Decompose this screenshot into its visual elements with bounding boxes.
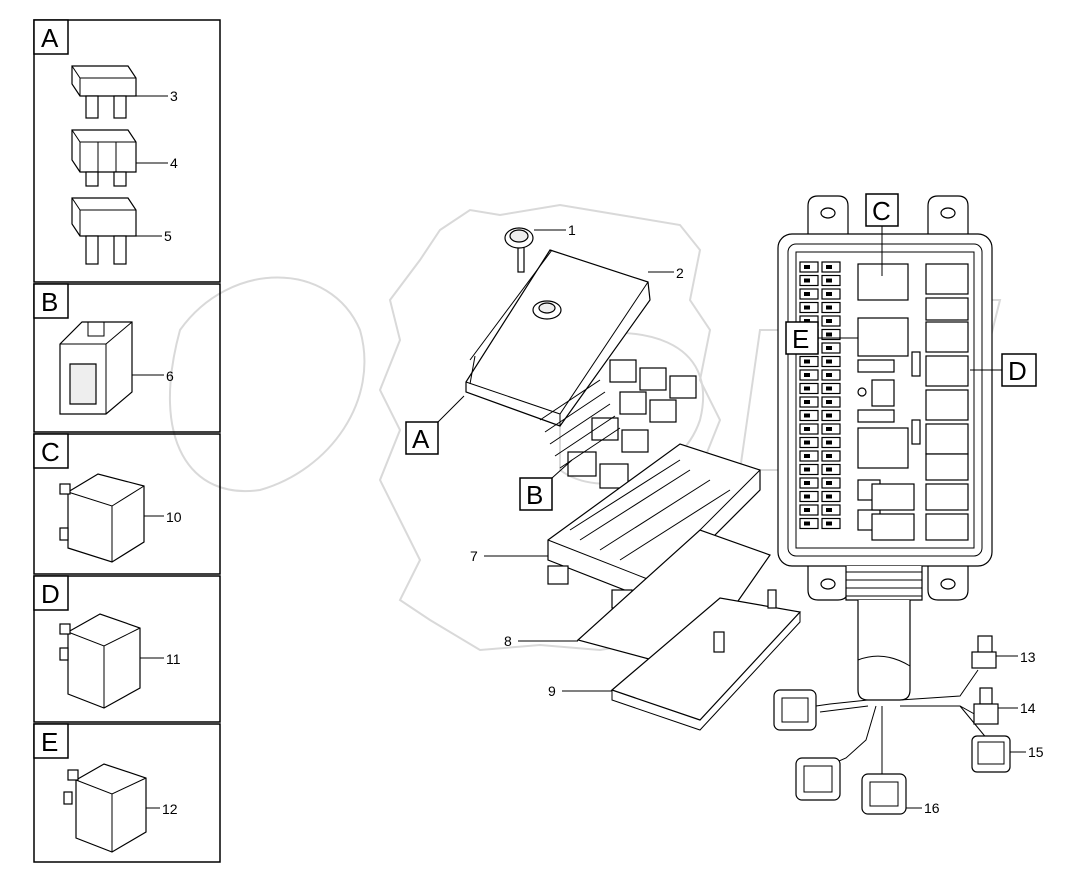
tag-a: A bbox=[405, 395, 465, 455]
relay-10 bbox=[59, 473, 164, 563]
connector-16 bbox=[861, 773, 922, 815]
panel-d-letter: D bbox=[41, 579, 60, 609]
callout-15: 15 bbox=[1028, 744, 1044, 760]
fuse-slot-contact bbox=[826, 440, 832, 445]
tag-d: D bbox=[970, 353, 1037, 387]
connector-15 bbox=[971, 735, 1026, 773]
fuse-puller-6 bbox=[59, 321, 164, 415]
fuse-slot-contact bbox=[826, 373, 832, 377]
relay-fuse-stack bbox=[539, 359, 697, 489]
fuse-slot-contact bbox=[826, 400, 832, 404]
fuse-slot-contact bbox=[804, 494, 810, 499]
svg-text:D: D bbox=[1008, 356, 1027, 386]
fuse-box-cover-2 bbox=[465, 249, 674, 427]
fuse-slot-contact bbox=[826, 427, 832, 431]
callout-13: 13 bbox=[1020, 649, 1036, 665]
relay-11 bbox=[59, 613, 164, 709]
fuse-slot-contact bbox=[826, 292, 832, 296]
fuse-slot-contact bbox=[826, 359, 832, 364]
fuse-slot-contact bbox=[804, 386, 810, 391]
panel-a-letter: A bbox=[41, 23, 59, 53]
fuse-slot-contact bbox=[804, 467, 810, 472]
cover-knob-1 bbox=[504, 227, 566, 273]
fuse-slot-contact bbox=[826, 521, 832, 526]
fuse-slot-contact bbox=[804, 319, 810, 323]
panel-c-letter: C bbox=[41, 437, 60, 467]
fuse-slot-contact bbox=[826, 278, 832, 283]
fuse-slot-contact bbox=[804, 373, 810, 377]
fuse-slot-contact bbox=[826, 494, 832, 499]
fuse-slot-contact bbox=[804, 359, 810, 364]
callout-2: 2 bbox=[676, 265, 684, 281]
fuse-slot-contact bbox=[804, 427, 810, 431]
callout-14: 14 bbox=[1020, 700, 1036, 716]
blade-fuse-3 bbox=[71, 65, 168, 119]
fuse-slot-contact bbox=[826, 508, 832, 512]
connector-14 bbox=[973, 687, 1018, 725]
fuse-slot-contact bbox=[804, 454, 810, 458]
panel-c: C 10 bbox=[33, 433, 221, 575]
fuse-slot-contact bbox=[826, 481, 832, 485]
fuse-slot-contact bbox=[826, 386, 832, 391]
svg-text:E: E bbox=[792, 324, 809, 354]
fuse-slot-contact bbox=[826, 305, 832, 310]
fuse-slot-contact bbox=[804, 413, 810, 418]
fuse-slot-contact bbox=[804, 265, 810, 269]
tag-b: B bbox=[519, 459, 573, 511]
fuse-slot-contact bbox=[826, 467, 832, 472]
callout-6: 6 bbox=[166, 368, 174, 384]
fuse-slot-contact bbox=[804, 508, 810, 512]
svg-text:B: B bbox=[526, 480, 543, 510]
panel-d: D 11 bbox=[33, 575, 221, 723]
fuse-slot-contact bbox=[826, 454, 832, 458]
fuse-slot-contact bbox=[804, 400, 810, 404]
callout-5: 5 bbox=[164, 228, 172, 244]
fuse-slot-contact bbox=[804, 440, 810, 445]
fuse-slot-contact bbox=[804, 292, 810, 296]
panel-b-letter: B bbox=[41, 287, 58, 317]
panel-e: E 12 bbox=[33, 723, 221, 863]
connector-left bbox=[773, 689, 817, 731]
base-tray-9 bbox=[562, 589, 802, 731]
callout-12: 12 bbox=[162, 801, 178, 817]
callout-4: 4 bbox=[170, 155, 178, 171]
blade-fuse-4 bbox=[71, 129, 168, 187]
callout-7: 7 bbox=[470, 548, 478, 564]
fuse-slot-contact bbox=[804, 481, 810, 485]
fuse-slot-contact bbox=[804, 521, 810, 526]
relay-12 bbox=[63, 763, 160, 853]
callout-1: 1 bbox=[568, 222, 576, 238]
connector-13 bbox=[971, 635, 1018, 669]
fuse-box-top-view bbox=[777, 195, 993, 701]
callout-3: 3 bbox=[170, 88, 178, 104]
fuse-slot-contact bbox=[826, 319, 832, 323]
callout-8: 8 bbox=[504, 633, 512, 649]
panel-a: A 3 4 5 bbox=[33, 19, 221, 283]
svg-text:A: A bbox=[412, 424, 430, 454]
callout-16: 16 bbox=[924, 800, 940, 816]
fuse-slot-contact bbox=[826, 265, 832, 269]
tag-e: E bbox=[785, 321, 858, 355]
fuse-slot-contact bbox=[804, 278, 810, 283]
blade-fuse-5 bbox=[71, 197, 162, 265]
svg-text:C: C bbox=[872, 196, 891, 226]
callout-9: 9 bbox=[548, 683, 556, 699]
panel-e-letter: E bbox=[41, 727, 58, 757]
tag-c: C bbox=[865, 193, 899, 276]
connector-16-left bbox=[795, 757, 841, 801]
callout-11: 11 bbox=[166, 651, 181, 667]
callout-10: 10 bbox=[166, 509, 182, 525]
fuse-slot-contact bbox=[826, 332, 832, 337]
fuse-slot-contact bbox=[804, 305, 810, 310]
fuse-column-left bbox=[799, 261, 841, 530]
fuse-slot-contact bbox=[826, 413, 832, 418]
panel-b: B 6 bbox=[33, 283, 221, 433]
fuse-slot-contact bbox=[826, 346, 832, 350]
